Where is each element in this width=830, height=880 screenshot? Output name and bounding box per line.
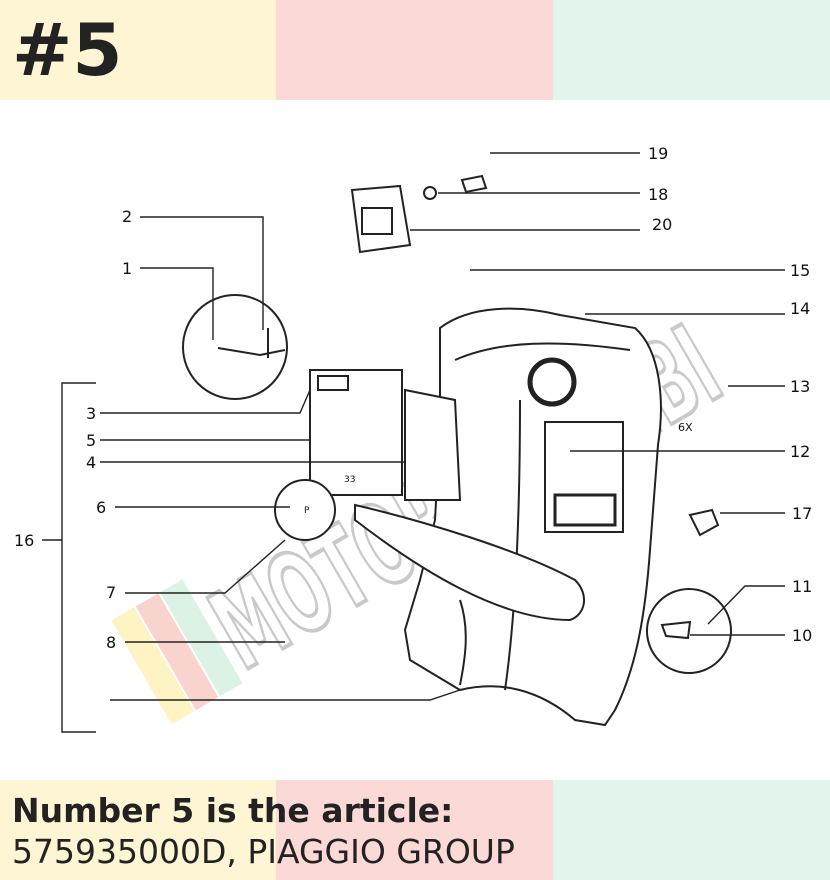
leader-16-bottom	[110, 689, 461, 701]
exploded-parts-diagram: MOTORRICAMBI	[14, 144, 812, 733]
caption-title: Number 5 is the article:	[12, 791, 454, 830]
band-segment-pink	[276, 0, 553, 100]
bottom-trim	[354, 503, 585, 622]
item-number-badge: #5	[12, 8, 123, 92]
band-segment-pink	[276, 780, 553, 880]
callout-labels: 1 2 3 4 5 6 7 8 10 11 12 13 14 15 16 17 …	[14, 144, 812, 652]
callout-10: 10	[792, 626, 812, 645]
detail-circle-part-6	[274, 479, 336, 541]
detail-circle-parts-1-2	[182, 294, 288, 400]
watermark-stripe-mint	[160, 579, 243, 697]
inner-compartment	[544, 421, 624, 533]
part-20-rubber-boot	[350, 184, 412, 254]
part-17-bracket	[688, 508, 720, 537]
part-number: 575935000D	[12, 832, 227, 871]
callout-11: 11	[792, 577, 812, 596]
part-20-opening	[361, 207, 393, 235]
leader-lines	[42, 152, 785, 733]
band-segment-yellow	[0, 780, 276, 880]
manufacturer-name: PIAGGIO GROUP	[247, 832, 515, 871]
band-segment-mint	[553, 0, 830, 100]
bracket-16	[61, 382, 96, 733]
leg-shield-body	[403, 307, 662, 727]
glovebox-latch	[317, 375, 349, 391]
mark-6x: 6X	[678, 421, 693, 434]
callout-12: 12	[790, 442, 810, 461]
watermark-stripe-pink	[135, 593, 219, 711]
band-segment-yellow	[0, 0, 276, 100]
callout-6: 6	[96, 498, 106, 517]
glovebox-frame	[404, 388, 462, 501]
part-19-screw	[460, 174, 488, 194]
callout-14: 14	[790, 299, 810, 318]
callout-17: 17	[792, 504, 812, 523]
caption-article: 575935000D, PIAGGIO GROUP	[12, 831, 515, 873]
bottom-color-band	[0, 780, 830, 880]
callout-18: 18	[648, 185, 668, 204]
part-18-nut	[423, 186, 437, 200]
leader-7	[125, 539, 286, 594]
glovebox-door	[309, 369, 403, 496]
leg-shield-crease-left	[459, 599, 467, 686]
leader-1	[140, 267, 214, 340]
band-segment-mint	[553, 780, 830, 880]
inner-compartment-rack	[553, 493, 617, 527]
top-color-band	[0, 0, 830, 100]
mark-33: 33	[344, 475, 355, 485]
mark-p: P	[304, 506, 310, 516]
leg-shield-top-edge	[454, 342, 631, 361]
callout-15: 15	[790, 261, 810, 280]
callout-1: 1	[122, 259, 132, 278]
callout-16: 16	[14, 531, 34, 550]
leader-3	[100, 389, 311, 414]
part-drawings	[182, 174, 732, 727]
callout-5: 5	[86, 431, 96, 450]
callout-4: 4	[86, 453, 96, 472]
leader-2	[140, 216, 264, 330]
part-2-hook-drawing	[217, 328, 286, 358]
part-10-clip-drawing	[660, 620, 692, 640]
leader-11	[707, 585, 785, 625]
leg-shield-round-hole	[527, 357, 577, 407]
callout-19: 19	[648, 144, 668, 163]
watermark-stripe-yellow	[111, 607, 195, 725]
callout-20: 20	[652, 215, 672, 234]
caption-separator: ,	[226, 832, 248, 871]
callout-3: 3	[86, 404, 96, 423]
callout-7: 7	[106, 583, 116, 602]
callout-13: 13	[790, 377, 810, 396]
callout-8: 8	[106, 633, 116, 652]
callout-2: 2	[122, 207, 132, 226]
